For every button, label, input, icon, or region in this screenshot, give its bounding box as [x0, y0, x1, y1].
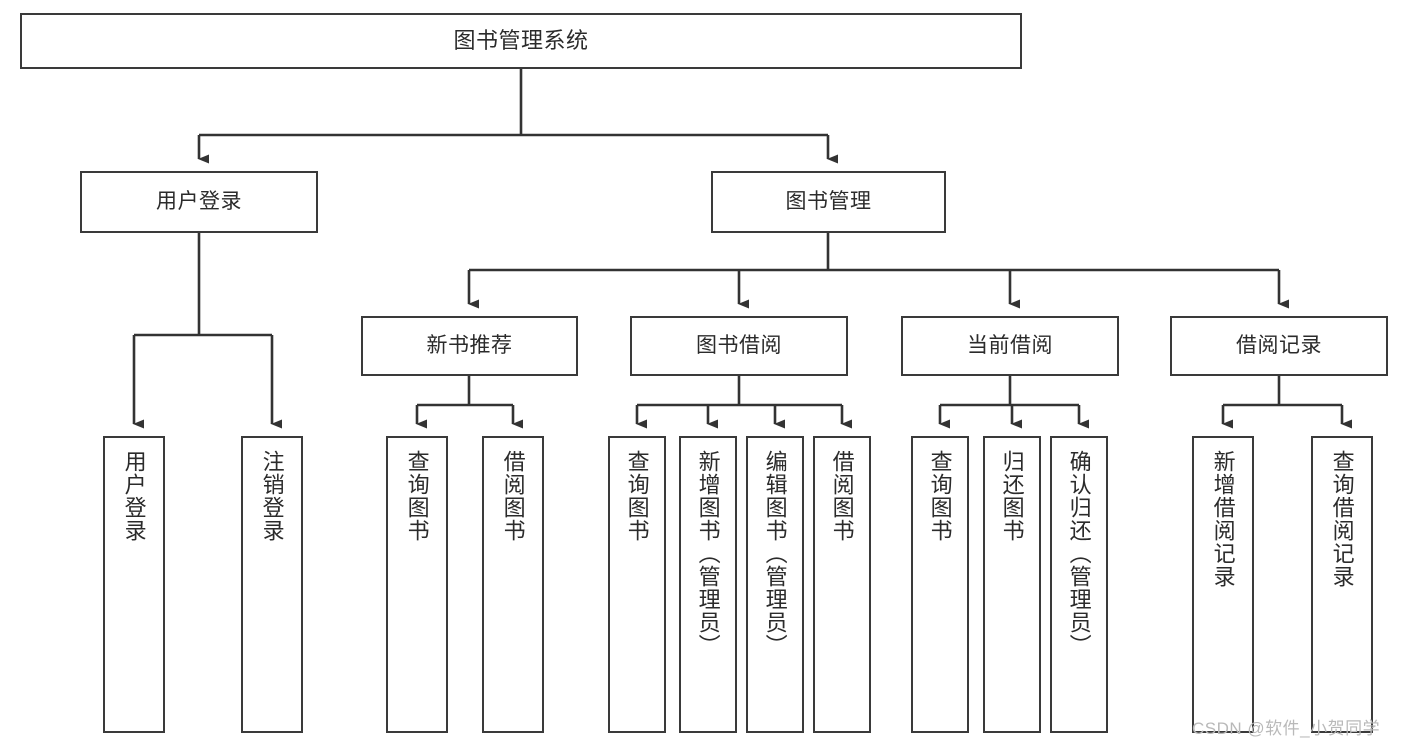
node-leaf-edit-book[interactable]: 编辑图书（管理员）: [746, 436, 804, 733]
node-borrow-record[interactable]: 借阅记录: [1170, 316, 1388, 376]
node-leaf-logout-label: 注销登录: [259, 450, 285, 542]
root-node-book-management-system[interactable]: 图书管理系统: [20, 13, 1022, 69]
node-leaf-borrow-book-2-label: 借阅图书: [829, 450, 855, 542]
root-node-book-management-system-label: 图书管理系统: [453, 28, 589, 54]
node-book-manage-label: 图书管理: [785, 189, 872, 213]
node-leaf-add-book[interactable]: 新增图书（管理员）: [679, 436, 737, 733]
node-leaf-logout[interactable]: 注销登录: [241, 436, 303, 733]
node-leaf-edit-book-label: 编辑图书（管理员）: [762, 450, 788, 657]
node-leaf-borrow-book-2[interactable]: 借阅图书: [813, 436, 871, 733]
node-book-manage[interactable]: 图书管理: [711, 171, 946, 233]
node-leaf-query-book-3-label: 查询图书: [927, 450, 953, 542]
node-leaf-query-record-label: 查询借阅记录: [1329, 450, 1355, 588]
node-leaf-query-book-1-label: 查询图书: [404, 450, 430, 542]
node-leaf-return-book[interactable]: 归还图书: [983, 436, 1041, 733]
node-current-borrow[interactable]: 当前借阅: [901, 316, 1119, 376]
node-current-borrow-label: 当前借阅: [967, 333, 1053, 357]
node-new-book-recommend[interactable]: 新书推荐: [361, 316, 578, 376]
node-user-login-label: 用户登录: [156, 189, 242, 213]
node-book-borrow[interactable]: 图书借阅: [630, 316, 848, 376]
node-leaf-query-book-2-label: 查询图书: [624, 450, 650, 542]
node-leaf-user-login[interactable]: 用户登录: [103, 436, 165, 733]
node-borrow-record-label: 借阅记录: [1236, 333, 1322, 357]
node-book-borrow-label: 图书借阅: [696, 333, 782, 357]
node-leaf-user-login-label: 用户登录: [121, 450, 147, 542]
node-leaf-add-record[interactable]: 新增借阅记录: [1192, 436, 1254, 733]
node-leaf-query-record[interactable]: 查询借阅记录: [1311, 436, 1373, 733]
node-leaf-query-book-2[interactable]: 查询图书: [608, 436, 666, 733]
node-leaf-confirm-return-label: 确认归还（管理员）: [1066, 450, 1092, 657]
node-leaf-return-book-label: 归还图书: [999, 450, 1025, 542]
node-user-login[interactable]: 用户登录: [80, 171, 318, 233]
node-leaf-add-record-label: 新增借阅记录: [1210, 450, 1236, 588]
node-leaf-query-book-3[interactable]: 查询图书: [911, 436, 969, 733]
node-new-book-recommend-label: 新书推荐: [426, 333, 513, 357]
node-leaf-confirm-return[interactable]: 确认归还（管理员）: [1050, 436, 1108, 733]
node-leaf-borrow-book-1-label: 借阅图书: [500, 450, 526, 542]
node-leaf-add-book-label: 新增图书（管理员）: [695, 450, 721, 657]
node-leaf-borrow-book-1[interactable]: 借阅图书: [482, 436, 544, 733]
node-leaf-query-book-1[interactable]: 查询图书: [386, 436, 448, 733]
